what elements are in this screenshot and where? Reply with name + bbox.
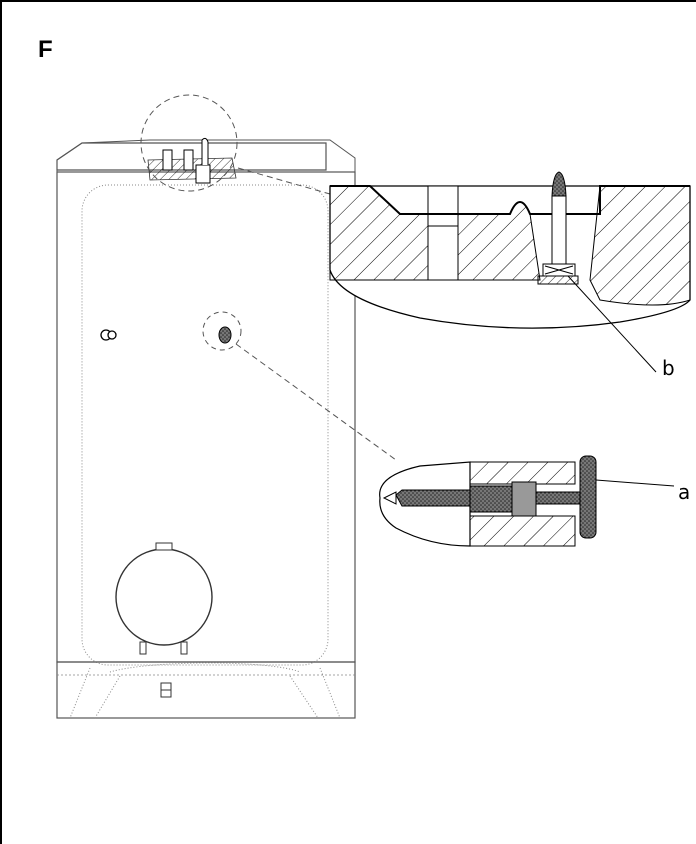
tank-base bbox=[56, 661, 356, 719]
anode-valve bbox=[218, 326, 232, 344]
callout-label-a: a bbox=[678, 480, 691, 504]
inner-tank-outline bbox=[81, 184, 329, 666]
figure-letter: F bbox=[38, 36, 53, 63]
expansion-vessel bbox=[115, 542, 213, 655]
side-fitting-icon bbox=[100, 329, 117, 341]
tank bbox=[56, 139, 356, 719]
detail-circle-side bbox=[202, 311, 242, 351]
detail-top-section bbox=[329, 171, 691, 373]
top-fittings bbox=[147, 137, 237, 184]
callout-label-b: b bbox=[662, 356, 675, 380]
detail-anode-section bbox=[379, 455, 675, 547]
detail-circle-top bbox=[140, 94, 238, 192]
